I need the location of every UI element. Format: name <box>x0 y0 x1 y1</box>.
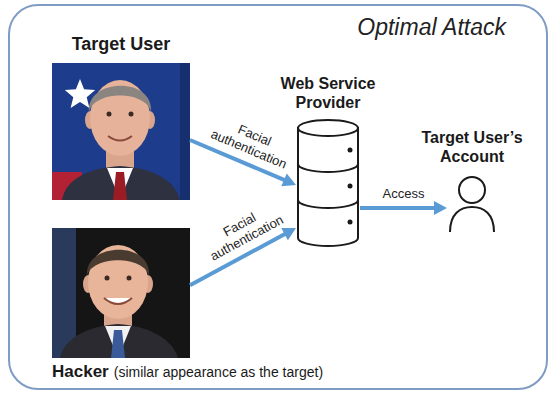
database-dot <box>348 184 353 189</box>
tie <box>113 172 127 200</box>
suit <box>62 166 180 200</box>
account-icon <box>450 177 494 232</box>
person-head <box>459 177 485 203</box>
database-node: Web Service Provider <box>296 118 360 248</box>
photo-shade <box>52 228 76 358</box>
user-photo: Target User <box>52 63 190 200</box>
hacker-portrait <box>52 228 190 358</box>
database-dot <box>348 220 353 225</box>
arrow-shaft <box>360 206 436 210</box>
hacker-photo: Hacker(similar appearance as the target) <box>52 228 190 358</box>
database-body <box>298 128 358 246</box>
database-ring <box>298 200 358 208</box>
arrow-head <box>281 173 296 186</box>
database-icon <box>298 120 358 246</box>
database-dot <box>348 148 353 153</box>
arrow-head <box>434 201 447 215</box>
edge-label: Facial authentication <box>202 111 301 176</box>
eye <box>107 112 112 117</box>
photo-background <box>52 63 190 200</box>
frame-panel: Optimal AttackTarget UserHacker (similar … <box>8 4 548 390</box>
tie <box>111 330 125 358</box>
photo-background <box>52 228 190 358</box>
node-heading: Hacker <box>52 362 109 381</box>
database-ring <box>298 164 358 172</box>
caption-row: Hacker (similar appearance as the target) <box>52 362 323 382</box>
database-top <box>298 120 358 136</box>
arrow-head <box>281 228 296 240</box>
node-note: (similar appearance as the target) <box>114 364 323 380</box>
suit <box>60 324 178 358</box>
shirt <box>105 326 131 358</box>
target-portrait <box>52 63 190 200</box>
node-heading: Web Service Provider <box>267 74 389 112</box>
shirt <box>107 168 133 200</box>
eye <box>129 112 134 117</box>
node-heading: Target User <box>72 34 171 55</box>
person-shoulders <box>450 207 494 232</box>
mouth <box>108 136 132 141</box>
edge-label: Facial authentication <box>195 197 293 268</box>
eye <box>105 276 110 281</box>
panel-title: Optimal Attack <box>357 14 506 41</box>
account-node: Target User’s Account <box>447 172 497 234</box>
hair <box>87 250 149 276</box>
edge-label: Access <box>383 187 425 202</box>
mouth <box>104 298 132 304</box>
photo-shade <box>180 63 190 200</box>
node-heading: Target User’s Account <box>406 128 538 166</box>
hair <box>89 86 151 112</box>
flow-arrow <box>360 201 447 215</box>
eye <box>127 276 132 281</box>
